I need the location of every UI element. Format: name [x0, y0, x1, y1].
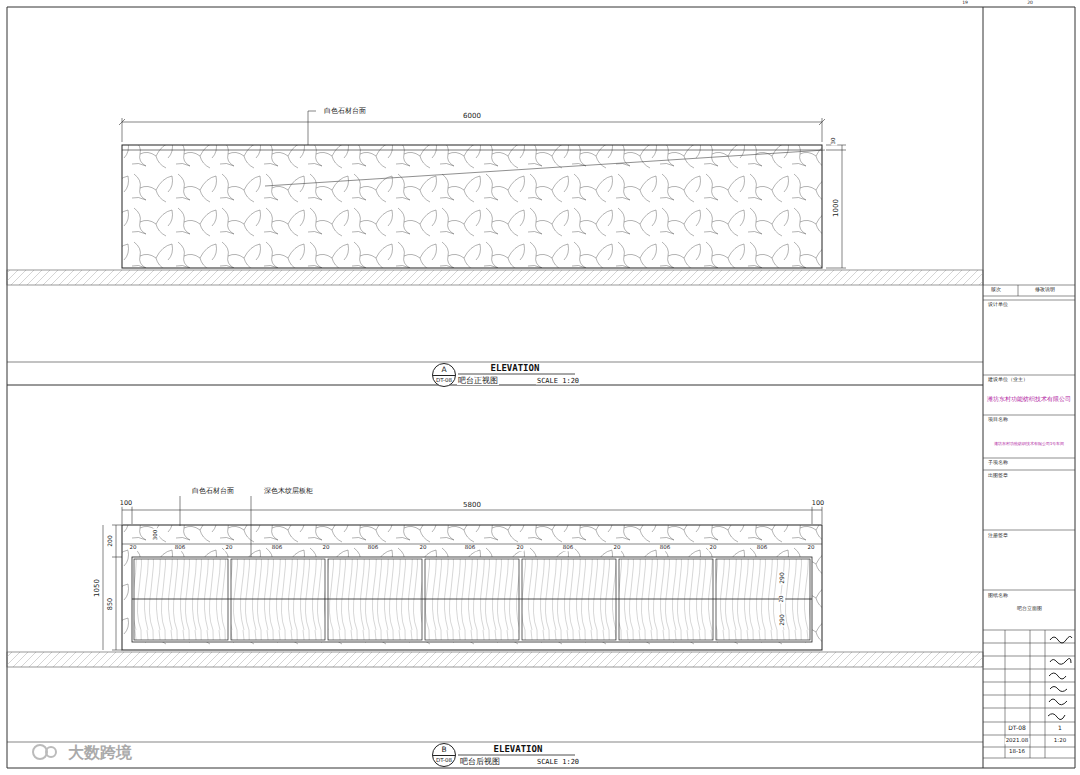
section-bubble: A DT-08: [432, 363, 456, 387]
drawing-label: SCALE 1:20: [536, 378, 580, 385]
title-underlines: [458, 374, 575, 755]
drawing-label: 20: [709, 545, 718, 551]
drawing-label: 潍坊东村功能纺织技术有限公司1号车间: [993, 442, 1066, 446]
drawing-label: 深色木纹层板柜: [263, 488, 314, 495]
drawing-label: 白色石材台面: [191, 488, 235, 495]
drawing-label: 18-16: [1008, 749, 1026, 755]
drawing-label: 5800: [462, 502, 482, 509]
drawing-label: 290: [779, 613, 785, 626]
drawing-label: 注册签章: [987, 534, 1009, 539]
drawing-label: 修改说明: [1034, 288, 1056, 293]
dimension-lines: [103, 111, 846, 650]
drawing-label: 设计单位: [987, 303, 1009, 308]
drawing-label: 1000: [833, 198, 840, 218]
drawing-label: 806: [271, 545, 284, 551]
drawing-label: 吧台立面图: [1016, 607, 1043, 612]
section-letter: B: [433, 746, 455, 754]
sheet-frame: [7, 7, 1075, 768]
drawing-label: 290: [779, 571, 785, 584]
drawing-label: ELEVATION: [493, 745, 544, 754]
drawing-label: 版次: [990, 288, 1002, 293]
drawing-label: 20: [516, 545, 525, 551]
drawing-label: 20: [807, 545, 816, 551]
drawing-label: 20: [225, 545, 234, 551]
drawing-label: 806: [756, 545, 769, 551]
drawing-label: 子项名称: [987, 461, 1009, 466]
drawing-label: 吧台正视图: [457, 377, 499, 385]
drawing-label: 806: [367, 545, 380, 551]
drawing-label: 潍坊东村功能纺织技术有限公司: [986, 396, 1072, 402]
drawing-label: 项目名称: [987, 418, 1009, 423]
drawing-label: 1: [1057, 725, 1063, 731]
drawing-label: 100: [119, 500, 133, 507]
drawing-label: 20: [613, 545, 622, 551]
floor-hatch: [7, 270, 983, 667]
section-bubble: B DT-08: [432, 743, 456, 767]
drawing-label: 大数跨境: [67, 745, 133, 761]
drawing-label: 20: [129, 545, 138, 551]
drawing-label: 图纸名称: [987, 594, 1009, 599]
drawing-label: 200: [107, 534, 113, 547]
drawing-label: 806: [464, 545, 477, 551]
counter-back: [122, 525, 822, 650]
drawing-label: 20: [419, 545, 428, 551]
drawing-label: 100: [811, 500, 825, 507]
drawing-label: 20: [322, 545, 331, 551]
bubble-divider: [433, 375, 455, 376]
section-letter: A: [433, 366, 455, 374]
drawing-label: 1:20: [1053, 738, 1067, 744]
sheet-number: DT-08: [433, 758, 455, 764]
drawing-label: 300: [153, 529, 159, 542]
drawing-label: 806: [659, 545, 672, 551]
drawing-label: 出图签章: [987, 474, 1009, 479]
title-block-grid: [983, 285, 1075, 758]
drawing-label: 20: [1026, 1, 1034, 6]
drawing-label: 850: [107, 597, 114, 611]
drawing-label: 806: [562, 545, 575, 551]
drawing-label: 20: [779, 595, 785, 604]
drawing-label: ELEVATION: [490, 364, 541, 373]
drawing-label: 806: [174, 545, 187, 551]
bubble-divider: [433, 755, 455, 756]
drawing-label: 建设单位（业主）: [987, 378, 1029, 383]
drawing-label: DT-08: [1007, 725, 1027, 731]
drawing-label: 2021.08: [1005, 738, 1030, 744]
sheet-number: DT-08: [433, 378, 455, 384]
counter-front: [122, 145, 825, 268]
drawing-label: 6000: [462, 113, 482, 120]
drawing-label: 19: [961, 1, 969, 6]
drawing-label: 白色石材台面: [323, 108, 367, 115]
signatures: [1048, 636, 1072, 719]
drawing-label: 1050: [94, 578, 101, 598]
watermark-logo: [33, 745, 56, 759]
drawing-label: 30: [831, 137, 837, 146]
drawing-label: 吧台后视图: [459, 758, 501, 766]
drawing-label: SCALE 1:20: [536, 759, 580, 766]
